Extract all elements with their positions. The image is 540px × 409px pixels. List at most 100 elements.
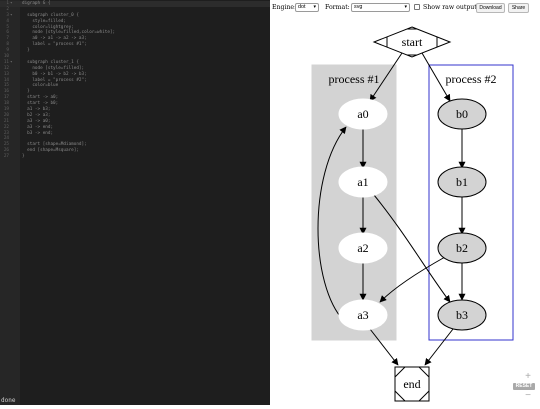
code-text: b3 -> end;	[22, 130, 54, 136]
code-text: a0 -> a1 -> a2 -> a3;	[22, 36, 87, 42]
code-line[interactable]: 14 label = "process #2";	[0, 78, 270, 84]
line-number: 11	[3, 59, 9, 65]
zoom-reset-button[interactable]: RESET	[513, 383, 535, 390]
code-line[interactable]: 16 }	[0, 89, 270, 95]
line-number: 25	[3, 142, 9, 148]
engine-label: Engine:	[272, 4, 297, 11]
code-line[interactable]: 19 a1 -> b3;	[0, 107, 270, 113]
code-line[interactable]: 23 b3 -> end;	[0, 131, 270, 137]
code-line[interactable]: 27}	[0, 154, 270, 160]
code-line[interactable]: 4 style=filled;	[0, 19, 270, 25]
edge-b3-end	[424, 328, 454, 366]
code-text: start -> b0;	[22, 101, 59, 107]
code-text: a3 -> end;	[22, 124, 54, 130]
node-a1-label: a1	[357, 175, 368, 189]
line-number: 2	[6, 6, 9, 12]
format-select-value: svg	[354, 4, 363, 10]
code-text: b0 -> b1 -> b2 -> b3;	[22, 71, 87, 77]
line-number: 5	[6, 24, 9, 30]
code-line[interactable]: 7 a0 -> a1 -> a2 -> a3;	[0, 36, 270, 42]
node-a2-label: a2	[357, 241, 368, 255]
node-a1: a1	[338, 166, 388, 198]
code-line[interactable]: 17 start -> a0;	[0, 95, 270, 101]
node-b3: b3	[437, 299, 487, 331]
code-line[interactable]: 9 }	[0, 48, 270, 54]
code-text: color=blue	[22, 83, 59, 89]
code-line[interactable]: 21 a3 -> a0;	[0, 119, 270, 125]
line-number: 16	[3, 89, 9, 95]
code-text: label = "process #1";	[22, 42, 87, 48]
code-line[interactable]: 22 a3 -> end;	[0, 125, 270, 131]
code-line[interactable]: 20 b2 -> a3;	[0, 113, 270, 119]
code-line[interactable]: 26 end [shape=Msquare];	[0, 148, 270, 154]
node-b2: b2	[437, 232, 487, 264]
edge-a3-end	[369, 328, 399, 366]
code-line[interactable]: 1▾digraph G {	[0, 1, 270, 7]
node-a2: a2	[338, 232, 388, 264]
chevron-down-icon: ▾	[404, 4, 407, 10]
line-number: 3	[6, 12, 9, 18]
engine-select-value: dot	[298, 4, 306, 10]
show-raw-output-label: Show raw output	[423, 4, 477, 11]
node-a0: a0	[338, 98, 388, 130]
line-number: 26	[3, 148, 9, 154]
fold-toggle-icon[interactable]: ▾	[10, 1, 13, 6]
format-select[interactable]: svg ▾	[351, 3, 410, 12]
format-label: Format:	[325, 4, 350, 11]
code-line[interactable]: 10	[0, 54, 270, 60]
code-line[interactable]: 3▾ subgraph cluster_0 {	[0, 13, 270, 19]
code-text: color=lightgrey;	[22, 24, 74, 30]
node-b1: b1	[437, 166, 487, 198]
code-line[interactable]: 8 label = "process #1";	[0, 42, 270, 48]
node-b1-label: b1	[456, 175, 468, 189]
code-line[interactable]: 6 node [style=filled,color=white];	[0, 30, 270, 36]
chevron-down-icon: ▾	[313, 4, 316, 10]
show-raw-output-checkbox[interactable]	[414, 4, 420, 10]
code-line[interactable]: 24	[0, 136, 270, 142]
edge-start-b0	[421, 52, 451, 102]
edge-a1-b3	[373, 194, 451, 303]
code-line[interactable]: 13 b0 -> b1 -> b2 -> b3;	[0, 72, 270, 78]
zoom-in-button[interactable]: +	[525, 371, 531, 382]
code-text: style=filled;	[22, 18, 66, 24]
edge-a3-a0	[317, 126, 347, 322]
node-end: end	[394, 366, 430, 402]
code-line[interactable]: 25 start [shape=Mdiamond];	[0, 142, 270, 148]
zoom-out-button[interactable]: −	[525, 390, 531, 401]
code-text: start [shape=Mdiamond];	[22, 142, 87, 148]
line-number: 21	[3, 118, 9, 124]
line-number: 27	[3, 154, 9, 160]
code-text: end [shape=Msquare];	[22, 148, 79, 154]
graph-output[interactable]: process #1 process #2 start	[270, 15, 540, 405]
code-line[interactable]: 2	[0, 7, 270, 13]
code-text: node [style=filled];	[22, 65, 85, 71]
line-number: 17	[3, 95, 9, 101]
node-b0: b0	[437, 98, 487, 130]
line-number: 22	[3, 124, 9, 130]
code-line[interactable]: 11▾ subgraph cluster_1 {	[0, 60, 270, 66]
share-button[interactable]: Share	[508, 3, 529, 13]
cluster-process-2	[428, 64, 514, 341]
graph-svg: process #1 process #2 start	[311, 26, 514, 402]
code-text: label = "process #2";	[22, 77, 87, 83]
cluster-process-1-label: process #1	[329, 72, 380, 86]
engine-select[interactable]: dot ▾	[295, 3, 319, 12]
code-line[interactable]: 5 color=lightgrey;	[0, 25, 270, 31]
node-a3-label: a3	[357, 308, 368, 322]
code-text: }	[22, 48, 30, 54]
code-text: b2 -> a3;	[22, 112, 51, 118]
node-a0-label: a0	[357, 107, 368, 121]
fold-toggle-icon[interactable]: ▾	[10, 12, 13, 18]
node-end-label: end	[403, 377, 420, 391]
render-status: done	[1, 397, 16, 404]
code-line[interactable]: 18 start -> b0;	[0, 101, 270, 107]
code-text: node [style=filled,color=white];	[22, 30, 116, 36]
code-line[interactable]: 12 node [style=filled];	[0, 66, 270, 72]
node-b2-label: b2	[456, 241, 468, 255]
code-line[interactable]: 15 color=blue	[0, 83, 270, 89]
fold-toggle-icon[interactable]: ▾	[10, 59, 13, 65]
download-button[interactable]: Download	[476, 3, 505, 13]
line-number: 15	[3, 83, 9, 89]
